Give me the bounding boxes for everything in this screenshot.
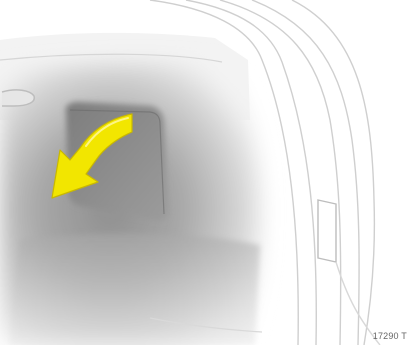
panel-handle [2, 90, 34, 106]
figure-code-label: 17290 T [373, 331, 407, 341]
